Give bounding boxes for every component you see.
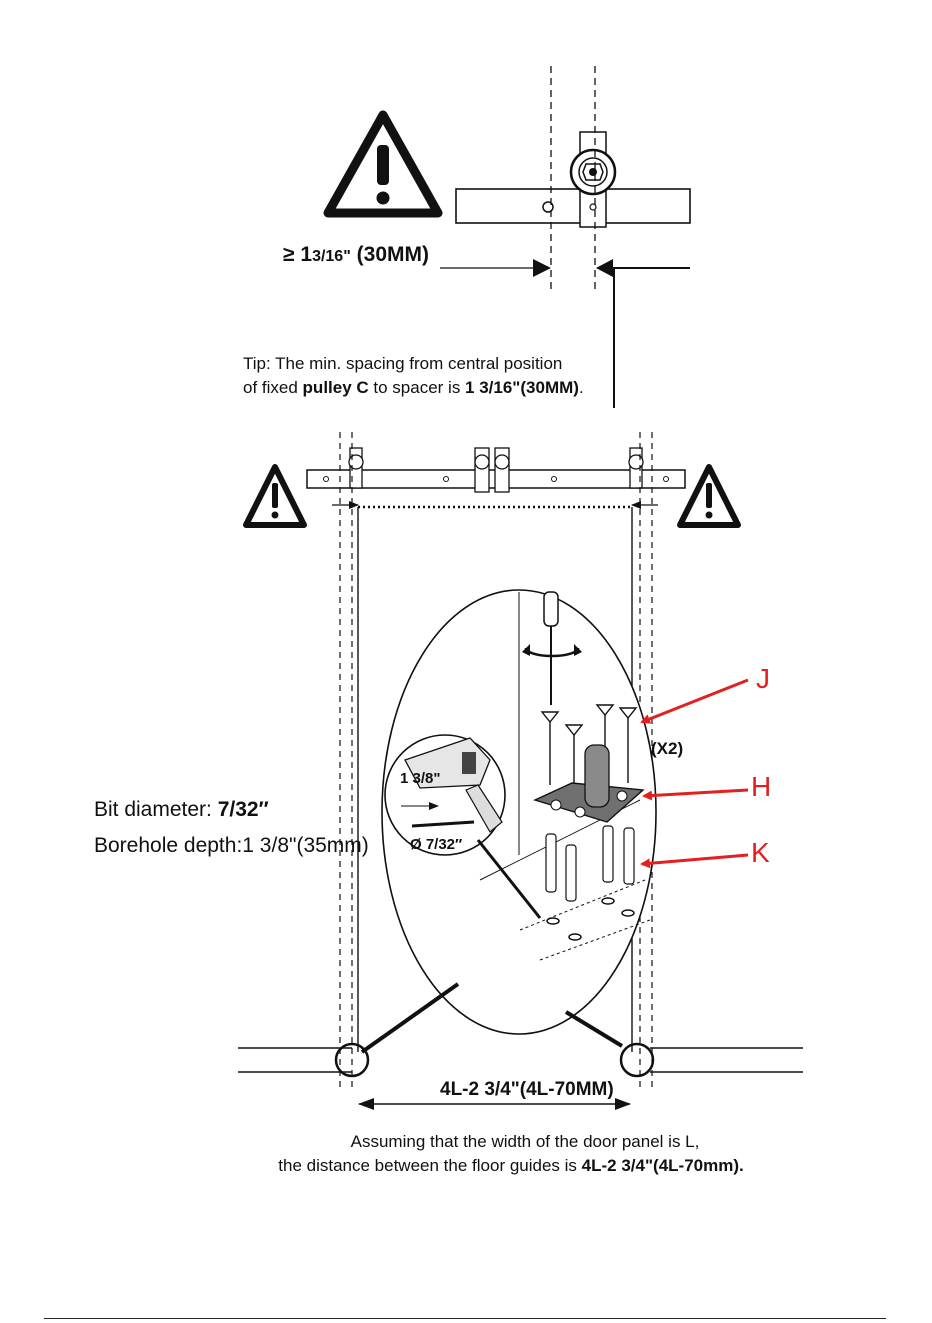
part-h-label: H xyxy=(751,771,772,802)
page-bottom-rule xyxy=(44,1318,886,1319)
spacing-dimension xyxy=(440,66,690,408)
borehole-depth: Borehole depth:1 3/8"(35mm) xyxy=(94,834,369,857)
drill-inset xyxy=(384,734,542,919)
warning-icon-right xyxy=(677,464,741,528)
note-line-1: Assuming that the width of the door pane… xyxy=(350,1132,700,1151)
drill-depth-label: 1 3/8" xyxy=(400,770,441,787)
part-k-label: K xyxy=(751,837,770,868)
pointer-arrows xyxy=(640,678,749,869)
quantity-label: (X2) xyxy=(651,739,684,758)
tip-line-2: of fixed pulley C to spacer is 1 3/16"(3… xyxy=(243,378,584,397)
guide-distance-label: 4L-2 3/4"(4L-70MM) xyxy=(440,1079,614,1100)
floor-guides xyxy=(238,1042,803,1110)
detail-zoom-oval xyxy=(360,589,657,1054)
part-j-label: J xyxy=(756,663,770,694)
note-line-2: the distance between the floor guides is… xyxy=(278,1156,744,1175)
warning-icon xyxy=(323,110,443,218)
warning-icon-left xyxy=(243,464,307,528)
drill-diameter-label: Ø 7/32″ xyxy=(410,836,463,853)
tip-line-1: Tip: The min. spacing from central posit… xyxy=(243,354,563,373)
spacing-label: ≥ 13/16" (30MM) xyxy=(283,243,429,266)
bit-diameter: Bit diameter: 7/32″ xyxy=(94,798,269,821)
track-rail-closeup xyxy=(455,131,691,228)
door-rail xyxy=(306,447,686,493)
